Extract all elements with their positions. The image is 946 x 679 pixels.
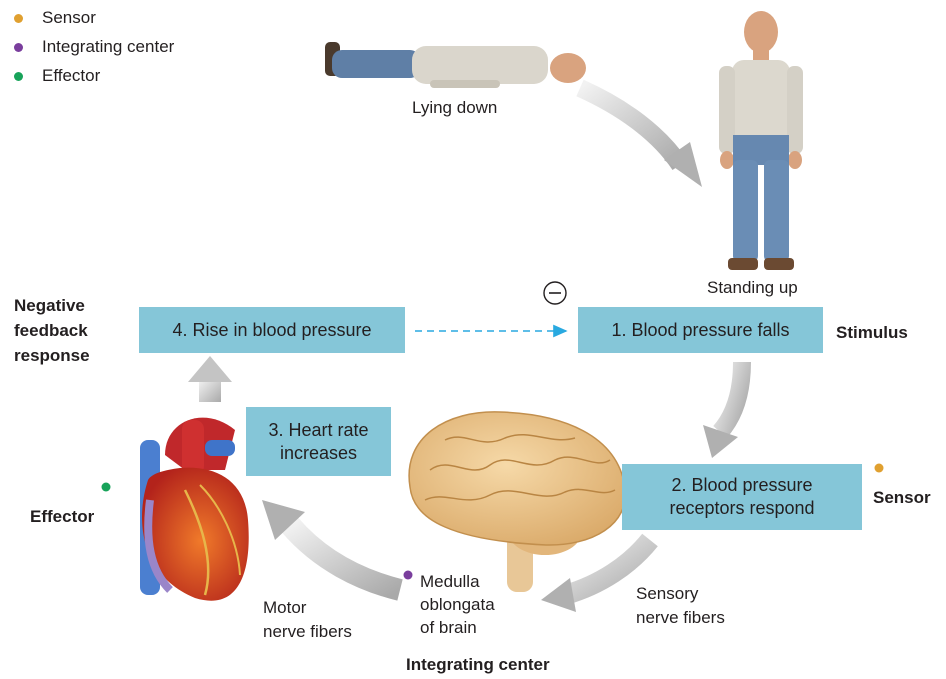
arrow-step1-to-step2 [703,362,742,458]
medulla-line1: Medulla [420,570,495,593]
step-2-label-line2: receptors respond [669,497,814,520]
motor-line1: Motor [263,596,352,620]
sensory-nerve-fibers-caption: Sensory nerve fibers [636,582,725,630]
sensory-line2: nerve fibers [636,606,725,630]
sensory-line1: Sensory [636,582,725,606]
step-3-box: 3. Heart rate increases [246,407,391,476]
arrow-heart-to-step4 [188,356,232,402]
step-3-label-line2: increases [280,442,357,465]
step-1-box: 1. Blood pressure falls [578,307,823,353]
negative-feedback-line2: feedback [14,318,90,343]
lying-person-illustration [325,42,586,88]
sensor-marker-icon [875,464,884,473]
standing-person-illustration [719,11,803,270]
step-4-box: 4. Rise in blood pressure [139,307,405,353]
step-1-label: 1. Blood pressure falls [611,319,789,342]
arrow-lying-to-standing [580,88,702,187]
motor-line2: nerve fibers [263,620,352,644]
sensor-label: Sensor [873,487,931,509]
lying-down-caption: Lying down [412,97,497,119]
step-2-label-line1: 2. Blood pressure [671,474,812,497]
effector-marker-icon [102,483,111,492]
integrating-center-label: Integrating center [406,654,550,676]
negative-feedback-line3: response [14,343,90,368]
step-3-label-line1: 3. Heart rate [268,419,368,442]
negative-feedback-response-label: Negative feedback response [14,293,90,368]
inhibit-symbol-icon [544,282,566,304]
medulla-oblongata-caption: Medulla oblongata of brain [420,570,495,639]
heart-illustration [140,418,249,601]
stimulus-label: Stimulus [836,322,908,344]
step-4-label: 4. Rise in blood pressure [172,319,371,342]
brain-illustration [409,412,625,592]
medulla-line2: oblongata [420,593,495,616]
standing-up-caption: Standing up [707,277,798,299]
effector-label: Effector [30,506,94,528]
integrating-center-marker-icon [404,571,413,580]
arrow-motor-nerve-fibers [262,500,400,590]
medulla-line3: of brain [420,616,495,639]
negative-feedback-line1: Negative [14,293,90,318]
motor-nerve-fibers-caption: Motor nerve fibers [263,596,352,644]
step-2-box: 2. Blood pressure receptors respond [622,464,862,530]
